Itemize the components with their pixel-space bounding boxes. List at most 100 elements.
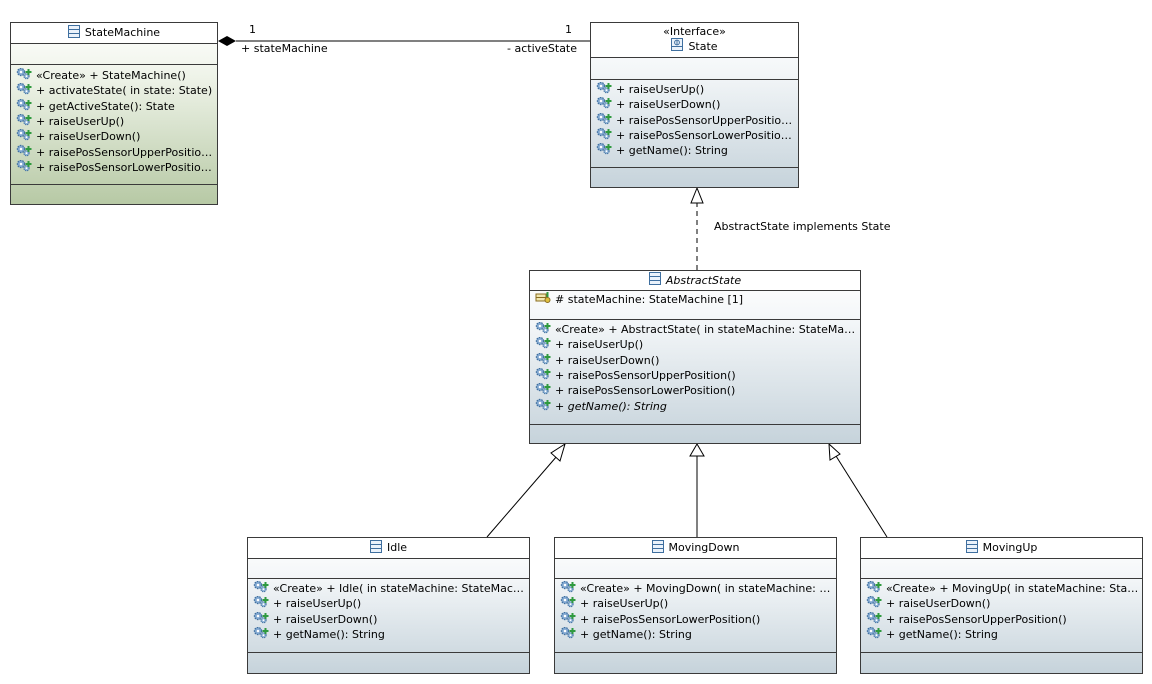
class-icon: [648, 272, 661, 289]
class-idle[interactable]: Idle «Create» + Idle( in stateMachine: S…: [247, 537, 530, 674]
bottom-compartment: [861, 652, 1142, 653]
attribute-row[interactable]: # stateMachine: StateMachine [1]: [535, 292, 858, 307]
operation-row[interactable]: + raiseUserUp(): [16, 113, 215, 129]
class-header: Idle: [248, 538, 529, 558]
operation-row[interactable]: + raisePosSensorUpperPosition(): [596, 112, 796, 128]
operation-row[interactable]: + getActiveState(): State: [16, 98, 215, 114]
class-title: MovingDown: [651, 539, 739, 557]
realization-label: AbstractState implements State: [714, 220, 891, 233]
operation-text: «Create» + AbstractState( in stateMachin…: [555, 323, 858, 337]
class-abstract-state[interactable]: AbstractState # stateMachine: StateMachi…: [529, 270, 861, 444]
attributes-compartment: # stateMachine: StateMachine [1]: [530, 290, 860, 306]
operation-gear-icon: [535, 352, 551, 368]
operation-row[interactable]: + raisePosSensorLowerPosition(): [596, 127, 796, 143]
operation-text: + raisePosSensorLowerPosition(): [555, 384, 736, 398]
operation-row[interactable]: + raisePosSensorUpperPosition(): [535, 367, 858, 383]
operation-row[interactable]: «Create» + StateMachine(): [16, 68, 215, 83]
operation-text: + raisePosSensorUpperPosition(): [555, 369, 736, 383]
operation-row[interactable]: «Create» + Idle( in stateMachine: StateM…: [253, 581, 527, 596]
operation-row[interactable]: + raiseUserUp(): [596, 82, 796, 97]
operation-row[interactable]: + getName(): String: [253, 626, 527, 642]
operation-gear-icon: [16, 144, 32, 159]
class-header: AbstractState: [530, 271, 860, 290]
operation-row[interactable]: + raisePosSensorLowerPosition(): [560, 611, 834, 627]
operations-compartment: «Create» + MovingUp( in stateMachine: St…: [861, 578, 1142, 641]
operation-row[interactable]: + getName(): String: [596, 143, 796, 158]
class-icon: [369, 539, 382, 557]
operations-list: «Create» + StateMachine()+ activateState…: [16, 68, 215, 175]
operations-compartment: «Create» + StateMachine()+ activateState…: [11, 64, 217, 174]
operation-text: + raisePosSensorUpperPosition(): [36, 145, 215, 159]
operation-row[interactable]: + raisePosSensorLowerPosition(): [535, 383, 858, 398]
operation-row[interactable]: + activateState( in state: State): [16, 83, 215, 98]
generalization-arrowhead-movingdown: [689, 443, 705, 457]
operation-row[interactable]: + raiseUserUp(): [560, 596, 834, 611]
class-state-machine[interactable]: StateMachine «Create» + StateMachine()+ …: [10, 22, 218, 205]
class-header: MovingDown: [555, 538, 836, 558]
operation-gear-icon: [535, 337, 551, 352]
operation-row[interactable]: + getName(): String: [560, 626, 834, 642]
operation-row[interactable]: + getName(): String: [535, 398, 858, 413]
operation-text: + getName(): String: [555, 399, 667, 413]
interface-icon: [671, 38, 684, 55]
operation-row[interactable]: + raiseUserDown(): [253, 611, 527, 627]
operation-text: + raiseUserDown(): [555, 353, 660, 367]
operation-gear-icon: [253, 581, 269, 596]
operation-row[interactable]: + raiseUserUp(): [253, 596, 527, 611]
operation-row[interactable]: «Create» + AbstractState( in stateMachin…: [535, 322, 858, 337]
operation-text: + getName(): String: [580, 628, 692, 642]
bottom-compartment: [11, 184, 217, 185]
operation-gear-icon: [596, 82, 612, 97]
operation-gear-icon: [253, 626, 269, 642]
operation-row[interactable]: + raisePosSensorUpperPosition(): [866, 611, 1140, 627]
attributes-list: # stateMachine: StateMachine [1]: [535, 292, 858, 307]
operation-gear-icon: [16, 113, 32, 129]
multiplicity-right: 1: [565, 23, 572, 36]
interface-state[interactable]: «Interface» State + raiseUserUp()+ raise…: [590, 22, 799, 188]
operation-text: + raiseUserUp(): [616, 83, 705, 97]
attribute-icon: [535, 292, 551, 307]
operation-gear-icon: [560, 596, 576, 611]
interface-name: State: [688, 39, 718, 53]
operations-list: «Create» + MovingDown( in stateMachine: …: [560, 581, 834, 642]
operation-text: + raiseUserUp(): [555, 338, 644, 352]
class-name: StateMachine: [84, 26, 161, 39]
class-icon: [651, 539, 664, 557]
role-state-machine: + stateMachine: [241, 42, 328, 55]
class-moving-up[interactable]: MovingUp «Create» + MovingUp( in stateMa…: [860, 537, 1143, 674]
operation-gear-icon: [866, 596, 882, 611]
operations-compartment: «Create» + Idle( in stateMachine: StateM…: [248, 578, 529, 641]
attributes-compartment: [591, 57, 798, 101]
class-moving-down[interactable]: MovingDown «Create» + MovingDown( in sta…: [554, 537, 837, 674]
operation-text: + raiseUserDown(): [36, 130, 141, 144]
operation-row[interactable]: + raiseUserDown(): [866, 596, 1140, 611]
operation-text: + getActiveState(): State: [36, 99, 175, 113]
operation-row[interactable]: + getName(): String: [866, 626, 1140, 642]
operation-text: «Create» + Idle( in stateMachine: StateM…: [273, 582, 527, 596]
operation-row[interactable]: + raisePosSensorUpperPosition(): [16, 144, 215, 159]
operation-row[interactable]: + raiseUserDown(): [535, 352, 858, 368]
operation-gear-icon: [16, 129, 32, 144]
operation-text: + getName(): String: [616, 144, 728, 158]
composition-diamond: [218, 36, 236, 46]
operation-text: + raiseUserUp(): [36, 115, 125, 129]
operation-gear-icon: [596, 97, 612, 112]
operation-row[interactable]: «Create» + MovingDown( in stateMachine: …: [560, 581, 834, 596]
operation-gear-icon: [16, 98, 32, 114]
operation-gear-icon: [16, 159, 32, 175]
attributes-compartment: [861, 558, 1142, 579]
operation-gear-icon: [16, 68, 32, 83]
operation-row[interactable]: + raiseUserDown(): [596, 97, 796, 112]
operation-text: + activateState( in state: State): [36, 84, 213, 98]
generalization-line-movingup[interactable]: [835, 455, 888, 538]
operation-row[interactable]: + raiseUserDown(): [16, 129, 215, 144]
generalization-line-idle[interactable]: [486, 455, 558, 538]
bottom-compartment: [555, 652, 836, 653]
operation-row[interactable]: «Create» + MovingUp( in stateMachine: St…: [866, 581, 1140, 596]
operation-gear-icon: [866, 611, 882, 627]
operation-row[interactable]: + raiseUserUp(): [535, 337, 858, 352]
operation-row[interactable]: + raisePosSensorLowerPosition(): [16, 159, 215, 175]
operation-text: + raisePosSensorLowerPosition(): [616, 129, 796, 143]
operation-text: + raiseUserUp(): [580, 597, 669, 611]
operation-gear-icon: [16, 83, 32, 98]
